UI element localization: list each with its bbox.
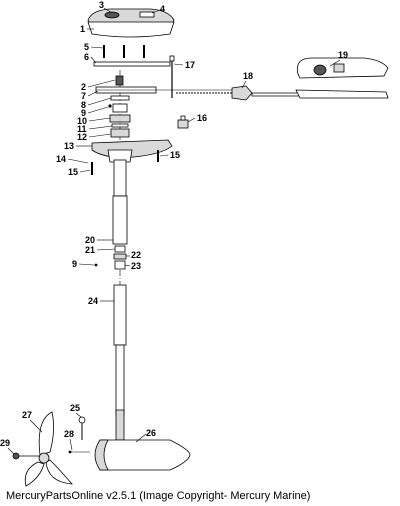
svg-text:22: 22 <box>131 250 141 260</box>
svg-text:8: 8 <box>81 100 86 110</box>
svg-text:9: 9 <box>72 259 77 269</box>
lower-shaft <box>113 284 127 441</box>
svg-text:6: 6 <box>84 52 89 62</box>
callout-19: 19 <box>329 50 348 67</box>
control-stack <box>108 103 131 138</box>
cable-assembly <box>169 55 301 101</box>
callout-4: 4 <box>151 4 165 14</box>
screw-set-top <box>103 45 145 58</box>
callout-9-upper: 9 <box>81 106 109 118</box>
callout-29: 29 <box>0 438 15 455</box>
cap-part <box>177 115 189 129</box>
callout-27: 27 <box>22 410 43 433</box>
callout-16: 16 <box>187 113 207 123</box>
svg-text:28: 28 <box>64 429 74 439</box>
callout-1: 1 <box>80 24 94 34</box>
svg-text:16: 16 <box>197 113 207 123</box>
head-base <box>91 139 173 163</box>
callout-23: 23 <box>124 261 141 271</box>
svg-text:4: 4 <box>160 4 165 14</box>
svg-text:26: 26 <box>146 428 156 438</box>
copyright-caption: MercuryPartsOnline v2.5.1 (Image Copyrig… <box>6 490 311 502</box>
lower-motor-unit <box>68 416 191 471</box>
upper-shaft <box>94 159 128 270</box>
callout-7: 7 <box>81 90 99 101</box>
callout-20: 20 <box>85 235 113 245</box>
callout-11: 11 <box>77 124 113 134</box>
svg-text:3: 3 <box>99 0 104 10</box>
callout-2: 2 <box>81 79 116 92</box>
svg-text:27: 27 <box>22 410 32 420</box>
switch-assembly <box>95 75 240 101</box>
svg-text:20: 20 <box>85 235 95 245</box>
svg-text:15: 15 <box>68 167 78 177</box>
callout-14: 14 <box>56 154 89 164</box>
callout-17: 17 <box>173 60 195 70</box>
callout-26: 26 <box>135 428 156 443</box>
callout-9-lower: 9 <box>72 259 95 269</box>
callout-10: 10 <box>77 116 111 126</box>
svg-text:18: 18 <box>243 71 253 81</box>
svg-text:24: 24 <box>88 296 98 306</box>
svg-text:1: 1 <box>80 24 85 34</box>
svg-text:12: 12 <box>77 132 87 142</box>
svg-text:10: 10 <box>77 116 87 126</box>
svg-text:29: 29 <box>0 438 10 448</box>
callout-24: 24 <box>88 296 114 306</box>
mounting-plate <box>93 61 171 67</box>
callout-28: 28 <box>64 429 74 451</box>
callout-5: 5 <box>84 42 104 52</box>
propeller <box>12 411 73 487</box>
svg-text:11: 11 <box>77 124 87 134</box>
svg-text:23: 23 <box>131 261 141 271</box>
svg-text:17: 17 <box>185 60 195 70</box>
svg-text:15: 15 <box>170 150 180 160</box>
callout-13: 13 <box>64 141 92 151</box>
svg-text:21: 21 <box>85 245 95 255</box>
callout-22: 22 <box>126 250 141 260</box>
svg-text:2: 2 <box>81 82 86 92</box>
callout-6: 6 <box>84 52 97 64</box>
exploded-parts-diagram: 1 2 3 4 5 6 7 8 9 9 10 11 <box>0 0 389 487</box>
callout-15-left: 15 <box>68 167 91 177</box>
callout-12: 12 <box>77 132 112 142</box>
callout-15-right: 15 <box>159 150 180 160</box>
callout-25: 25 <box>70 403 82 418</box>
callout-3: 3 <box>99 0 113 14</box>
svg-text:14: 14 <box>56 154 66 164</box>
tiller-handle <box>295 57 389 99</box>
svg-text:19: 19 <box>338 50 348 60</box>
svg-text:9: 9 <box>81 108 86 118</box>
svg-text:13: 13 <box>64 141 74 151</box>
callout-18: 18 <box>241 71 253 89</box>
callout-8: 8 <box>81 97 112 110</box>
svg-text:25: 25 <box>70 403 80 413</box>
callout-21: 21 <box>85 245 116 255</box>
svg-text:5: 5 <box>84 42 89 52</box>
svg-text:7: 7 <box>81 91 86 101</box>
